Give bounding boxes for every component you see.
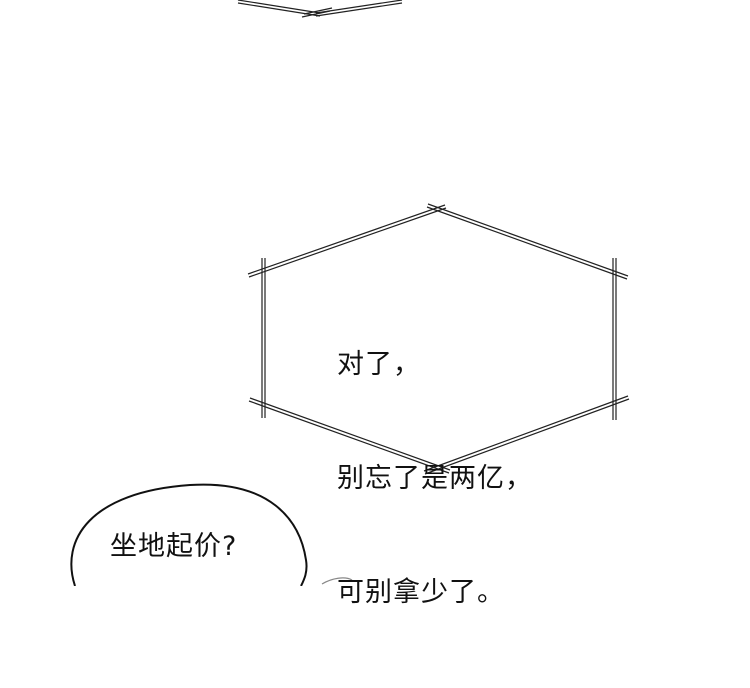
top-hexagon-bubble-fragment (237, 0, 403, 18)
oval-bubble-text: 坐地起价? (110, 531, 238, 562)
hex-line-2: 别忘了是两亿， (337, 463, 533, 494)
oval-bubble-outline (70, 483, 308, 586)
comic-panel: 对了， 别忘了是两亿， 可别拿少了。 坐地起价? (70, 0, 630, 608)
hexagon-bubble-outline (247, 203, 630, 475)
bubble-outlines (70, 0, 630, 586)
hexagon-bubble-text: 对了， 别忘了是两亿， 可别拿少了。 (337, 270, 533, 688)
partial-stroke (321, 577, 353, 585)
hex-line-3: 可别拿少了。 (337, 577, 505, 608)
hex-line-1: 对了， (337, 349, 421, 380)
